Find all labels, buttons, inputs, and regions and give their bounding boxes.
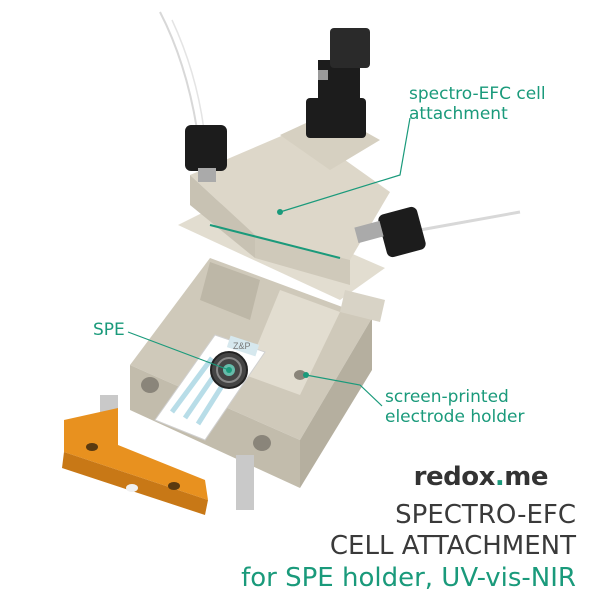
callout-line: spectro-EFC cell <box>409 84 546 104</box>
callout-cell-attachment: spectro-EFC cell attachment <box>409 84 546 124</box>
title-line-2: CELL ATTACHMENT <box>329 531 576 561</box>
brand-name-a: redox <box>413 462 496 492</box>
left-knob <box>185 125 227 182</box>
cell-attachment <box>178 112 390 322</box>
callout-leaders <box>127 117 411 407</box>
side-fiber <box>419 210 521 232</box>
electrode-brand-label: Z&P <box>233 341 251 351</box>
callout-line: screen-printed <box>385 387 509 407</box>
top-fitting <box>306 28 370 138</box>
callout-electrode-holder: screen-printed electrode holder <box>385 387 524 427</box>
callout-line: attachment <box>409 104 508 124</box>
side-knob <box>354 206 426 258</box>
orange-clamp <box>62 395 254 515</box>
callout-line: electrode holder <box>385 407 525 427</box>
brand-name-b: me <box>504 462 548 492</box>
title-line-1: SPECTRO-EFC <box>395 500 576 530</box>
brand-name-dot: . <box>494 462 505 492</box>
callout-spe: SPE <box>93 320 125 340</box>
title-line-3: for SPE holder, UV-vis-NIR <box>241 563 576 593</box>
brand-logo: redox.me <box>413 462 549 492</box>
